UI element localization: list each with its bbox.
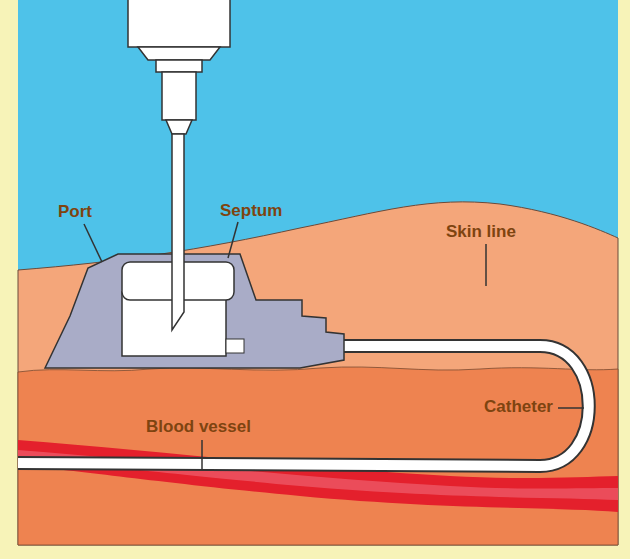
- tissue-layer: [18, 367, 618, 545]
- port-housing: [45, 254, 344, 368]
- needle-hub: [156, 60, 202, 72]
- needle-neck: [166, 120, 192, 134]
- part-label: Septum: [220, 202, 282, 221]
- sky-ground: [18, 0, 618, 545]
- skin-layer: [18, 202, 618, 545]
- syringe-body: [128, 0, 230, 47]
- part-label: Port: [58, 203, 92, 222]
- needle-shaft: [172, 134, 184, 330]
- part-label: Blood vessel: [146, 418, 251, 437]
- part-label: Skin line: [446, 223, 516, 242]
- syringe-tip: [138, 47, 220, 60]
- leader-line: [84, 224, 102, 262]
- leader-line: [558, 407, 584, 409]
- needle-hub: [162, 72, 196, 120]
- blood-vessel: [18, 440, 618, 512]
- part-label: Catheter: [484, 398, 553, 417]
- leader-line: [228, 222, 238, 258]
- leader-line: [485, 244, 487, 286]
- catheter-connector: [226, 339, 244, 353]
- leader-line: [201, 440, 203, 470]
